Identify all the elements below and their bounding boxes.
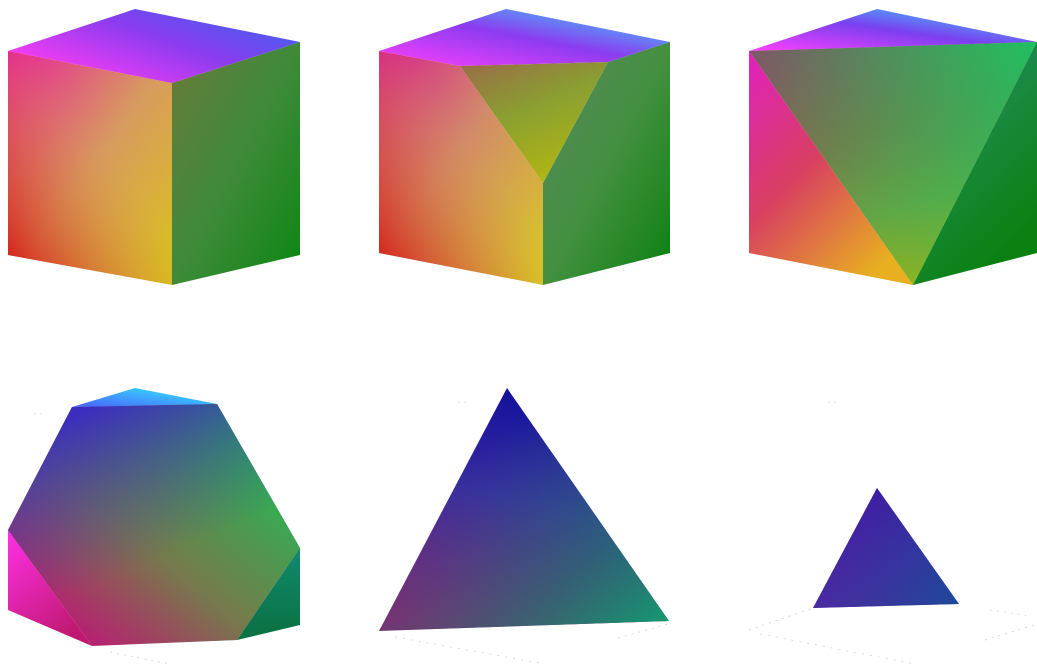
hexagonal-section-panel [8, 388, 300, 664]
small-triangle-axis-trace-right [985, 624, 1037, 640]
truncated-cube-panel [379, 9, 670, 285]
small-triangle-face-shade [813, 488, 959, 608]
hexagon-axis-trace [110, 652, 170, 664]
small-triangle-axis-trace-far [990, 610, 1030, 616]
cube-right-face [172, 42, 300, 285]
cube-front-face-shade [8, 51, 172, 285]
large-triangle-axis-trace [395, 637, 545, 664]
large-triangle-face-shade [379, 388, 669, 631]
cube-cut-triangle-panel [749, 9, 1037, 285]
small-triangle-axis-trace-left [749, 608, 813, 630]
hexagon-top-sliver [72, 388, 217, 407]
large-triangle-panel [379, 388, 669, 664]
large-triangle-axis-trace-right [618, 624, 668, 638]
cube-panel [8, 9, 300, 285]
small-triangle-axis-trace-bottom [760, 634, 915, 664]
small-triangle-panel [749, 402, 1037, 664]
